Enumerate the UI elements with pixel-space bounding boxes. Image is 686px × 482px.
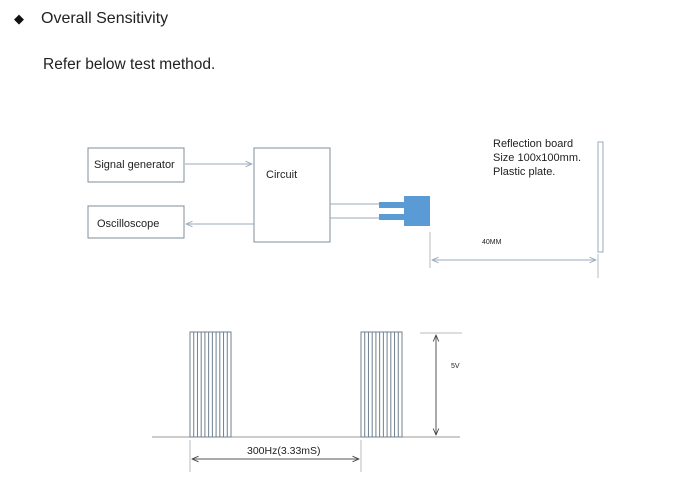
pulse-burst-2 [360,331,403,438]
oscilloscope-label: Oscilloscope [97,218,159,230]
signal-generator-label: Signal generator [94,159,175,171]
circuit-label: Circuit [266,169,297,181]
diamond-bullet-icon: ◆ [14,11,24,27]
circuit-block: Circuit [253,147,331,243]
sensor-icon [379,196,430,226]
section-heading: ◆ Overall Sensitivity [14,10,168,28]
reflection-board-line-2: Size 100x100mm. [493,152,581,164]
reflection-board-line-1: Reflection board [493,138,573,150]
reflection-board-label: Reflection board Size 100x100mm. Plastic… [493,138,581,178]
period-label: 300Hz(3.33mS) [247,445,321,457]
distance-label: 40MM [482,239,502,246]
pulse-outline [189,331,232,438]
oscilloscope-block: Oscilloscope [87,205,185,239]
section-title: Overall Sensitivity [41,10,169,27]
reflection-board-plate [597,141,604,253]
amplitude-label: 5V [451,363,460,370]
signal-generator-block: Signal generator [87,147,185,183]
pulse-burst-1 [189,331,232,438]
pulse-outline [360,331,403,438]
intro-text: Refer below test method. [43,56,216,73]
reflection-board-line-3: Plastic plate. [493,166,555,178]
